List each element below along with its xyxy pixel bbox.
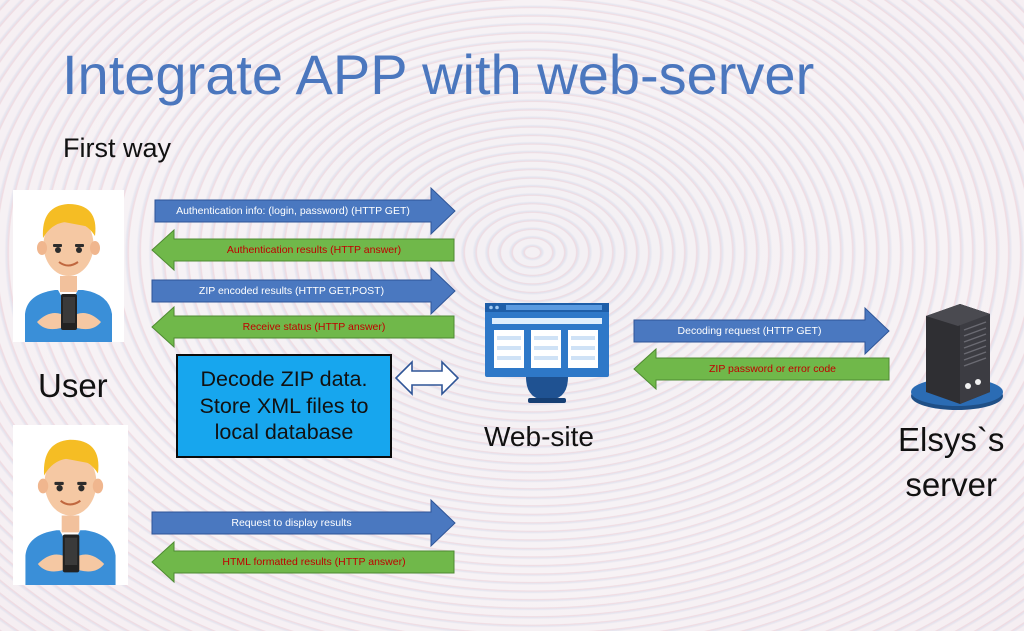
user-avatar-bottom [13, 425, 128, 585]
website-icon-wrap [484, 302, 610, 404]
server-label-line2: server [905, 465, 998, 503]
arrow-receive-status-label: Receive status (HTTP answer) [242, 321, 386, 333]
double-arrow-icon [394, 360, 460, 396]
arrow-html-results-label: HTML formatted results (HTTP answer) [222, 556, 406, 568]
user-phone-icon [13, 190, 124, 342]
decode-box-line3: local database [214, 420, 354, 445]
decode-box-line2: Store XML files to [199, 393, 369, 418]
slide-subtitle: First way [63, 133, 171, 163]
arrow-zip-results-label: ZIP encoded results (HTTP GET,POST) [198, 285, 385, 297]
arrow-display-request-label: Request to display results [231, 517, 352, 529]
arrow-auth-results-label: Authentication results (HTTP answer) [226, 244, 402, 256]
arrow-zip-password: ZIP password or error code [633, 347, 890, 391]
arrow-zip-results: ZIP encoded results (HTTP GET,POST) [151, 266, 456, 316]
user-avatar-top [13, 190, 124, 342]
server-label: Elsys`s server [898, 418, 1004, 507]
left-arrow-icon [151, 305, 455, 349]
server-label-line1: Elsys`s [898, 421, 1005, 458]
server-tower-icon [911, 304, 1003, 410]
website-label: Web-site [484, 421, 594, 452]
right-arrow-icon [633, 306, 890, 356]
right-arrow-icon [151, 266, 456, 316]
arrow-display-request: Request to display results [151, 498, 456, 548]
server-icon-wrap [902, 300, 1012, 412]
right-arrow-icon [154, 186, 456, 236]
arrow-auth-info: Authentication info: (login, password) (… [154, 186, 456, 236]
decode-zip-box: Decode ZIP data. Store XML files to loca… [176, 354, 392, 458]
left-arrow-icon [151, 540, 455, 584]
arrow-auth-info-label: Authentication info: (login, password) (… [176, 205, 410, 217]
left-arrow-icon [633, 347, 890, 391]
double-arrow [394, 360, 460, 396]
left-arrow-icon [151, 228, 455, 272]
decode-box-line1: Decode ZIP data. [200, 366, 368, 391]
user-label: User [38, 367, 108, 404]
arrow-zip-password-label: ZIP password or error code [708, 363, 837, 375]
arrow-html-results: HTML formatted results (HTTP answer) [151, 540, 455, 584]
right-arrow-icon [151, 498, 456, 548]
arrow-auth-results: Authentication results (HTTP answer) [151, 228, 455, 272]
arrow-decoding-request: Decoding request (HTTP GET) [633, 306, 890, 356]
arrow-receive-status: Receive status (HTTP answer) [151, 305, 455, 349]
website-window-icon [485, 303, 609, 403]
arrow-decoding-request-label: Decoding request (HTTP GET) [677, 325, 822, 337]
slide-title: Integrate APP with web-server [62, 43, 815, 106]
user-phone-icon [13, 425, 128, 585]
